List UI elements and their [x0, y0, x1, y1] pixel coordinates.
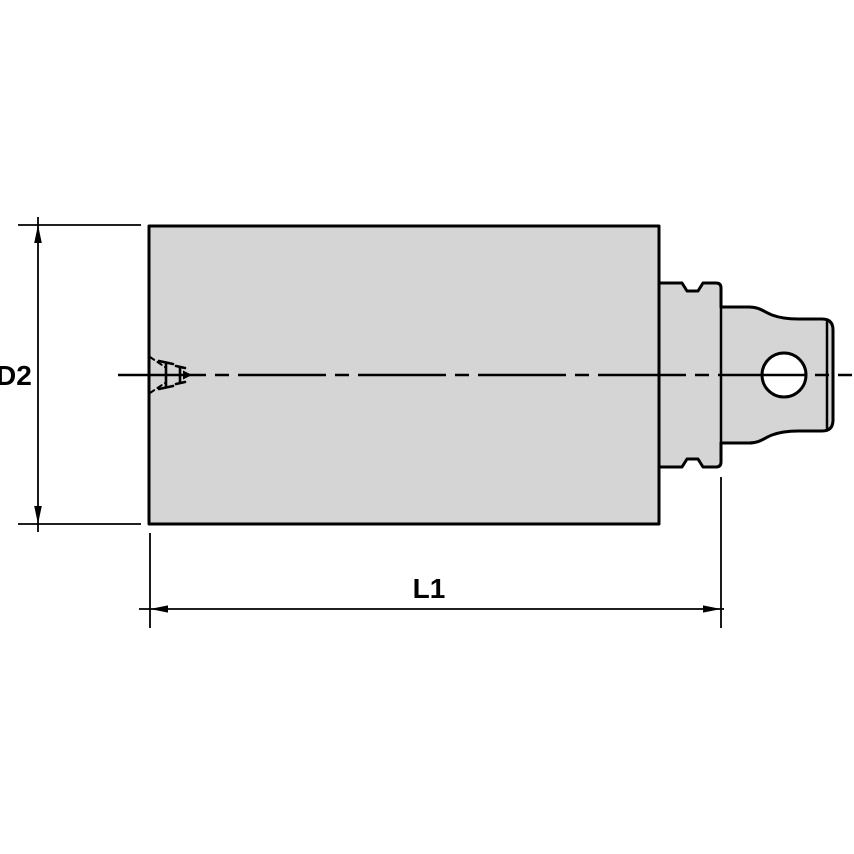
dimension-l1: [139, 477, 724, 628]
l1-label: L1: [413, 573, 446, 604]
d2-arrowhead-down: [34, 506, 42, 524]
l1-arrowhead-left: [150, 605, 168, 613]
d2-label: D2: [0, 360, 32, 391]
center-hole-bore-lines: [157, 359, 187, 391]
center-hole-point: [183, 370, 192, 380]
dimension-d2: [18, 217, 141, 532]
center-hole-symbol: [149, 356, 192, 394]
center-hole-cone-hidden-lines: [149, 356, 166, 394]
l1-arrowhead-right: [703, 605, 721, 613]
d2-arrowhead-up: [34, 225, 42, 243]
